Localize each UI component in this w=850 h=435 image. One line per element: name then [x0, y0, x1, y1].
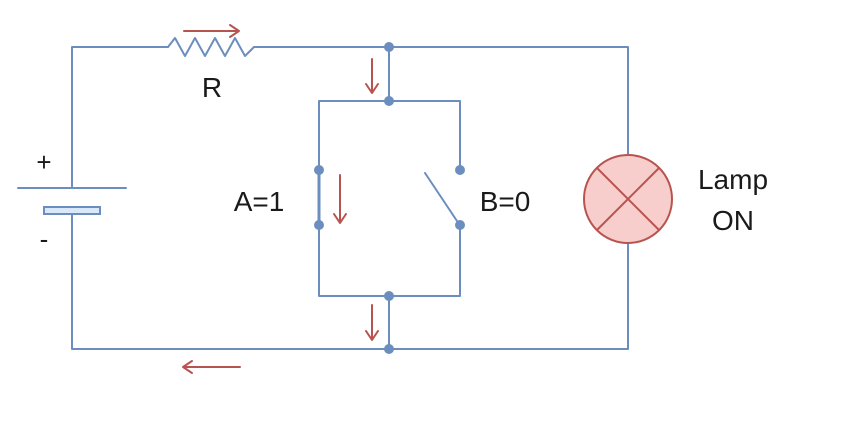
battery-plus-label: + — [36, 147, 51, 177]
lamp-label-line-2: ON — [712, 205, 754, 236]
switch-b-bottom-terminal — [455, 220, 465, 230]
switch-b — [424, 165, 465, 230]
main-loop-wires — [71, 46, 629, 350]
current-arrow-bottom — [182, 360, 241, 374]
switch-a-bottom-terminal — [314, 220, 324, 230]
junction-branch-top — [384, 96, 394, 106]
wire-right-lower — [71, 211, 629, 350]
wire-top-left — [71, 46, 169, 189]
wire-branch-top — [318, 100, 461, 171]
battery-minus-label: - — [40, 224, 49, 254]
resistor-r — [167, 37, 255, 57]
current-arrow-branch-in — [365, 58, 379, 94]
switch-b-lever — [424, 172, 460, 225]
wire-branch-bottom — [318, 224, 461, 297]
junction-branch-bottom — [384, 291, 394, 301]
current-arrow-top — [183, 24, 240, 38]
lamp-cross-2 — [596, 167, 660, 231]
lamp — [583, 154, 673, 244]
switch-b-top-terminal — [455, 165, 465, 175]
battery-negative-plate — [43, 206, 101, 215]
junction-top — [384, 42, 394, 52]
resistor-label: R — [202, 72, 222, 103]
current-arrow-branch-out — [365, 304, 379, 341]
wire-top-right — [253, 46, 629, 156]
battery — [17, 187, 127, 215]
switch-a-top-terminal — [314, 165, 324, 175]
switch-a — [314, 165, 324, 230]
lamp-label-line-1: Lamp — [698, 164, 768, 195]
current-arrow-switch-a — [333, 174, 347, 224]
switch-b-label: B=0 — [480, 186, 531, 217]
junction-bottom — [384, 344, 394, 354]
switch-a-label: A=1 — [234, 186, 285, 217]
current-arrows — [182, 24, 379, 374]
